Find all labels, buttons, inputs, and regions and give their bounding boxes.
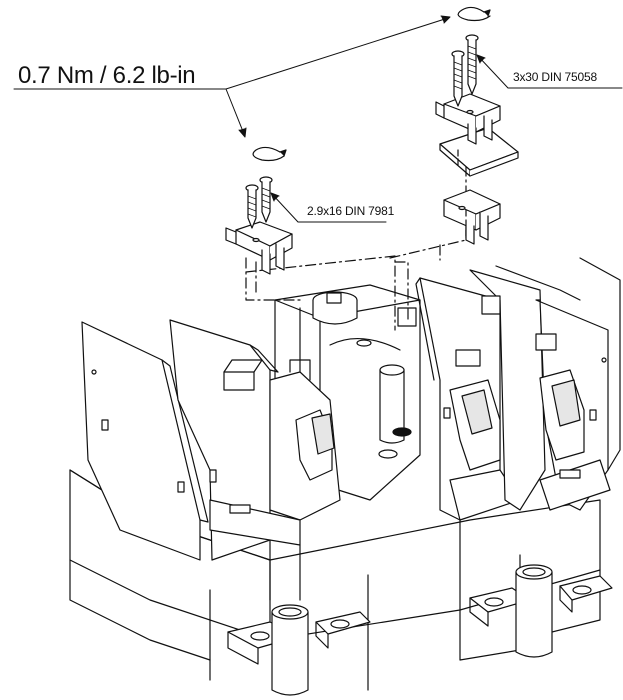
leader-lines bbox=[14, 16, 622, 222]
terminal-bar-2 bbox=[316, 612, 370, 648]
phase-barrier-left-2 bbox=[170, 320, 278, 560]
cover-plate-icon bbox=[440, 128, 518, 176]
rotate-arrow-icon bbox=[253, 147, 286, 160]
phase-barrier-right-1 bbox=[398, 278, 520, 520]
bracket-left bbox=[226, 222, 292, 274]
pole-terminal-1 bbox=[210, 360, 340, 600]
screw-icon bbox=[246, 177, 272, 228]
screw-spec-top-label: 3x30 DIN 75058 bbox=[513, 70, 597, 84]
phase-barrier-right-2 bbox=[470, 258, 620, 510]
rotate-arrow-top-icon bbox=[458, 7, 490, 20]
torque-label: 0.7 Nm / 6.2 lb-in bbox=[18, 62, 196, 89]
screw-top-icon bbox=[452, 35, 478, 106]
terminal-bar-3 bbox=[470, 565, 612, 657]
phase-barrier-left bbox=[82, 322, 208, 560]
screw-spec-left-label: 2.9x16 DIN 7981 bbox=[307, 204, 395, 218]
terminal-bar-1 bbox=[228, 605, 308, 695]
